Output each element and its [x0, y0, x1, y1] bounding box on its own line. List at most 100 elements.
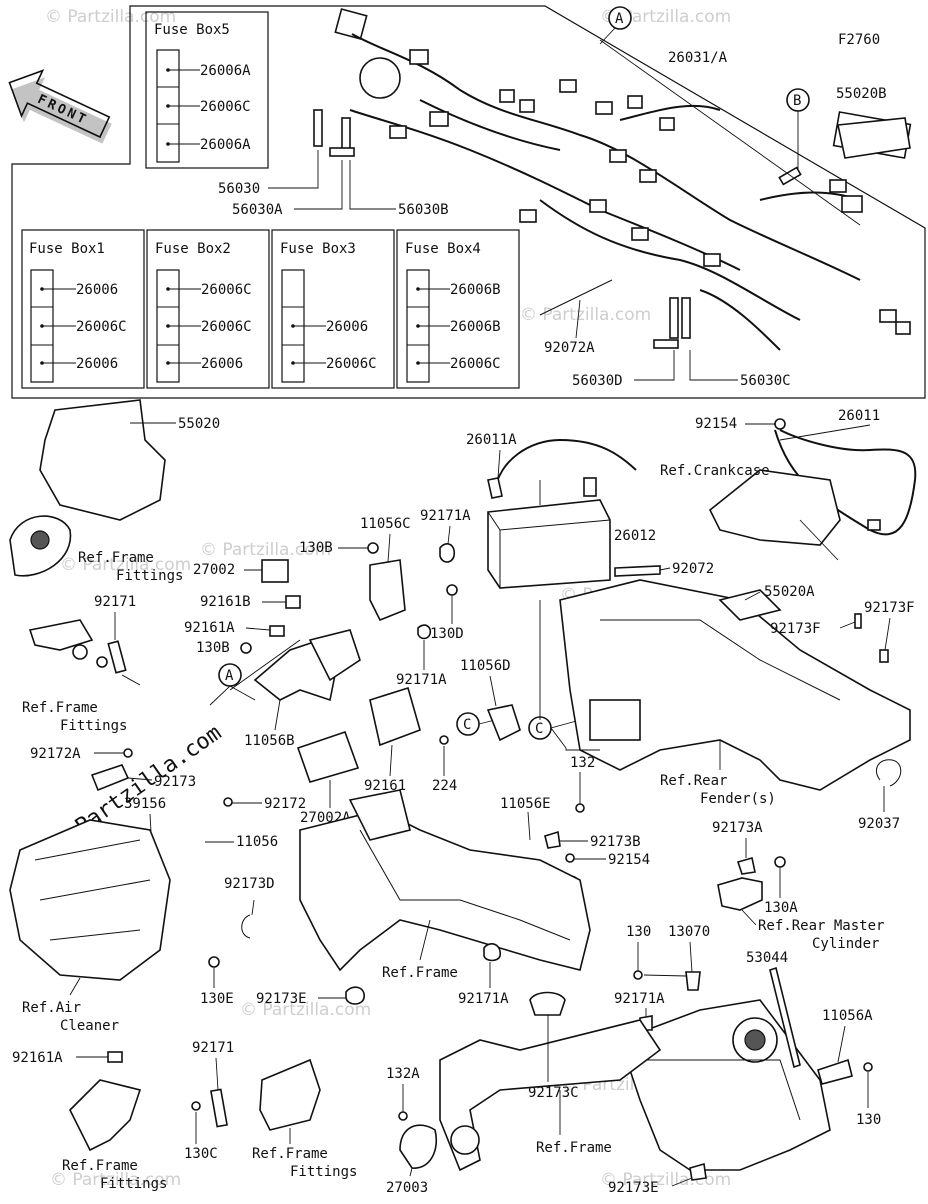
ref-label: Ref.Crankcase	[660, 463, 770, 479]
part-label: 92161	[364, 778, 406, 794]
fuse-label: 26006A	[200, 137, 251, 153]
svg-text:C: C	[535, 721, 543, 737]
rear-fender: 55020A 92072 92173F 92173F Ref.Rear Fend…	[559, 561, 915, 832]
fuse-box-4: Fuse Box4 26006B 26006B 26006C	[396, 229, 520, 389]
ecu-bracket-cluster: 11056C 92171A 130B 27002 92161B 92161 A 1…	[184, 508, 521, 826]
rear-master-group: 92173A 130A Ref.Rear Master Cylinder	[712, 820, 884, 952]
part-label: 132A	[386, 1066, 420, 1082]
watermark: © Partzilla.com	[200, 540, 331, 560]
ref-label: Ref.Rear Master	[758, 918, 884, 934]
part-label: 11056C	[360, 516, 411, 532]
callout-b-top: B	[786, 88, 810, 170]
svg-text:C: C	[463, 717, 471, 733]
part-label: 55020B	[836, 86, 887, 102]
part-label: 92171A	[458, 991, 509, 1007]
part-label: 92072	[672, 561, 714, 577]
part-label: 92171	[192, 1040, 234, 1056]
watermark: © Partzilla.com	[60, 555, 191, 575]
fuse-label: 26006A	[200, 63, 251, 79]
part-label: 92173C	[528, 1085, 579, 1101]
part-label: 92072A	[544, 340, 595, 356]
ref-label: Ref.Air	[22, 1000, 81, 1016]
part-label: 11056D	[460, 658, 511, 674]
part-label: 11056A	[822, 1008, 873, 1024]
cover-55020	[39, 399, 166, 521]
main-frame: Ref.Frame 11056E 132 92173B 92154	[299, 755, 650, 981]
part-label: 224	[432, 778, 457, 794]
ref-label: Ref.Frame	[62, 1158, 138, 1174]
part-label: 92173E	[256, 991, 307, 1007]
battery-group: 26011A 26012 92154 26011 Ref.Crankcase	[466, 408, 917, 589]
fuse-box-5: Fuse Box5 26006A 26006C 26006A	[145, 11, 269, 169]
part-label: 56030A	[232, 202, 283, 218]
part-label: 130B	[299, 540, 333, 556]
callout-a-mid: A	[209, 663, 256, 706]
fuse-label: 26006C	[326, 356, 377, 372]
watermark: © Partzilla.com	[520, 305, 651, 325]
fuse-box-title: Fuse Box2	[155, 241, 231, 257]
part-label: 56030B	[398, 202, 449, 218]
part-label: 92171A	[614, 991, 665, 1007]
part-label: 27002	[193, 562, 235, 578]
watermark: © Partzilla.com	[50, 1170, 181, 1190]
part-label: 92171A	[396, 672, 447, 688]
ref-label: Ref.Frame	[536, 1140, 612, 1156]
ref-label: Ref.Frame	[252, 1146, 328, 1162]
part-label: 11056B	[244, 733, 295, 749]
part-label: 56030	[218, 181, 260, 197]
part-label: 92173F	[770, 621, 821, 637]
ref-label: Fittings	[116, 568, 183, 584]
air-cleaner	[9, 819, 171, 981]
ref-label: Cleaner	[60, 1018, 119, 1034]
part-label: 130C	[184, 1146, 218, 1162]
part-label: 13070	[668, 924, 710, 940]
fuse-box-title: Fuse Box3	[280, 241, 356, 257]
part-label: 130	[856, 1112, 881, 1128]
part-label: 92171A	[420, 508, 471, 524]
ref-label: Fittings	[290, 1164, 357, 1180]
part-label: 92173	[154, 774, 196, 790]
fuse-box-title: Fuse Box4	[405, 241, 481, 257]
fuse-label: 26006	[76, 356, 118, 372]
fuse-label: 26006C	[76, 319, 127, 335]
part-label: 130A	[764, 900, 798, 916]
fuse-box-1: Fuse Box1 26006 26006C 26006	[21, 229, 145, 389]
part-label: 92173B	[590, 834, 641, 850]
horn-27003	[399, 1124, 437, 1169]
part-label: 92173E	[608, 1180, 659, 1196]
part-label: 26011A	[466, 432, 517, 448]
part-label: 92161B	[200, 594, 251, 610]
ref-label: Ref.Frame	[22, 700, 98, 716]
fuse-label: 26006B	[450, 319, 501, 335]
watermark: © Partzilla.com	[600, 7, 731, 27]
part-label: 92173A	[712, 820, 763, 836]
module-27002A	[296, 730, 360, 783]
svg-text:B: B	[793, 93, 801, 109]
lower-right-subframe: 130 13070 53044 92171A 11056A 130	[614, 924, 881, 1171]
crankcase	[708, 469, 841, 546]
part-label: 130E	[200, 991, 234, 1007]
part-label: 130	[626, 924, 651, 940]
part-label: 92171	[94, 594, 136, 610]
part-label: 26012	[614, 528, 656, 544]
ref-label: Ref.Rear	[660, 773, 727, 789]
part-label: 53044	[746, 950, 788, 966]
part-label: 56030C	[740, 373, 791, 389]
ref-label: Ref.Frame	[382, 965, 458, 981]
part-label: 55020	[178, 416, 220, 432]
part-label: 92037	[858, 816, 900, 832]
ref-label: Fender(s)	[700, 791, 776, 807]
part-label: 26031/A	[668, 50, 728, 66]
lower-left-fittings: 92161A Ref.Frame Fittings 92171 130C Ref…	[12, 1040, 357, 1192]
front-arrow: FRONT	[8, 69, 112, 144]
part-label: 92172	[264, 796, 306, 812]
svg-text:A: A	[615, 11, 624, 27]
part-label: 92173D	[224, 876, 275, 892]
ref-label: Fittings	[100, 1176, 167, 1192]
callout-c-right: C	[528, 716, 581, 749]
part-label: 55020A	[764, 584, 815, 600]
part-label: 39156	[124, 796, 166, 812]
part-label: 92154	[695, 416, 737, 432]
